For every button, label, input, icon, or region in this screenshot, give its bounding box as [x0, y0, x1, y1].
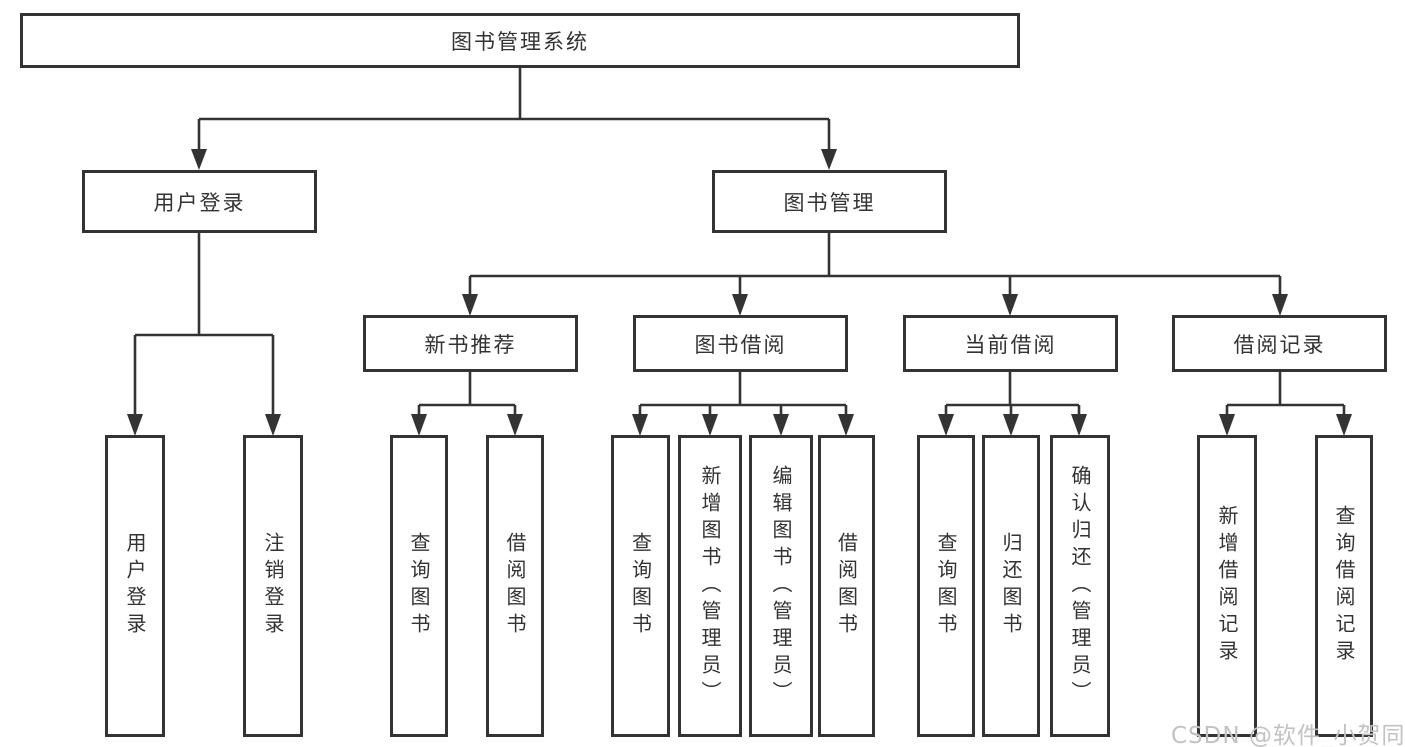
node-new-book-recommendation: 新书推荐	[363, 315, 578, 372]
leaf-query-books-current: 查询图书	[917, 435, 975, 737]
watermark: CSDN @软件_小贺同学	[1171, 723, 1405, 747]
leaf-logout-login: 注销登录	[243, 435, 303, 737]
node-library-system: 图书管理系统	[20, 13, 1020, 68]
leaf-borrow-books-borrowing: 借阅图书	[818, 435, 875, 737]
leaf-query-books-recommend: 查询图书	[390, 435, 448, 737]
leaf-confirm-return-admin: 确认归还（管理员）	[1050, 435, 1110, 737]
node-book-borrowing: 图书借阅	[633, 315, 848, 372]
leaf-borrow-books-recommend: 借阅图书	[486, 435, 544, 737]
leaf-user-login: 用户登录	[105, 435, 165, 737]
leaf-return-books: 归还图书	[982, 435, 1040, 737]
leaf-add-borrow-record: 新增借阅记录	[1197, 435, 1257, 737]
leaf-query-borrow-record: 查询借阅记录	[1315, 435, 1373, 737]
node-current-borrowing: 当前借阅	[903, 315, 1118, 372]
node-user-login: 用户登录	[82, 170, 317, 233]
leaf-edit-books-admin: 编辑图书（管理员）	[749, 435, 813, 737]
node-book-management: 图书管理	[712, 170, 947, 233]
leaf-add-books-admin: 新增图书（管理员）	[678, 435, 742, 737]
leaf-query-books-borrowing: 查询图书	[611, 435, 670, 737]
node-borrowing-records: 借阅记录	[1172, 315, 1387, 372]
